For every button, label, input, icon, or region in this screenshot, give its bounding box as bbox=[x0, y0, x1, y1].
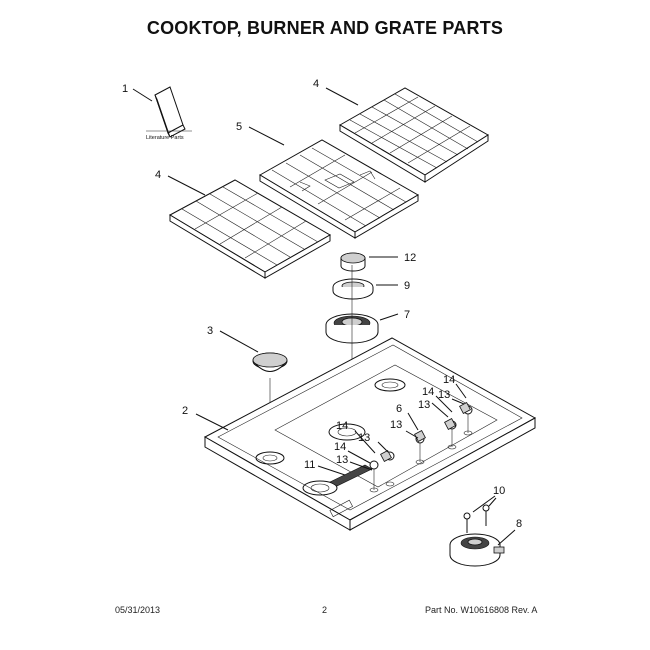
leader-line-5 bbox=[248, 126, 285, 146]
callout-13-d: 13 bbox=[418, 399, 430, 411]
callout-13-a: 13 bbox=[358, 432, 370, 444]
page-title: COOKTOP, BURNER AND GRATE PARTS bbox=[146, 18, 504, 38]
cooktop bbox=[203, 337, 537, 531]
cooktop-burner-front-right bbox=[302, 480, 338, 496]
literature-parts-label: Literature Parts bbox=[146, 135, 184, 141]
callout-13-e: 13 bbox=[438, 389, 450, 401]
grate-right bbox=[339, 87, 489, 183]
leader-line-4b bbox=[167, 175, 206, 196]
cooktop-burner-rear-right bbox=[374, 378, 406, 392]
gas-valve bbox=[449, 533, 505, 567]
callout-13-b: 13 bbox=[336, 454, 348, 466]
callout-7: 7 bbox=[404, 309, 410, 321]
leader-line-4a bbox=[325, 87, 359, 106]
callout-12: 12 bbox=[404, 252, 416, 264]
burner-spreader bbox=[332, 278, 374, 300]
igniter-switches bbox=[380, 402, 471, 462]
screw-left bbox=[463, 512, 471, 533]
callout-3: 3 bbox=[207, 325, 213, 337]
leader-line-8 bbox=[497, 529, 516, 546]
footer-part-number: Part No. W10616808 Rev. A bbox=[425, 605, 538, 615]
callout-5: 5 bbox=[236, 121, 242, 133]
grate-center bbox=[259, 139, 419, 239]
callout-4-right: 4 bbox=[313, 78, 319, 90]
grate-left bbox=[168, 179, 332, 279]
rating-plate bbox=[329, 499, 353, 518]
leader-line-10a bbox=[472, 495, 496, 513]
callout-9: 9 bbox=[404, 280, 410, 292]
leader-line-10b bbox=[488, 497, 497, 507]
callout-14-c: 14 bbox=[422, 386, 434, 398]
footer-page-number: 2 bbox=[322, 605, 328, 615]
leader-lines-small-parts bbox=[317, 383, 467, 476]
callout-14-a: 14 bbox=[336, 420, 348, 432]
callout-1: 1 bbox=[122, 83, 128, 95]
callout-4-left: 4 bbox=[155, 169, 161, 181]
screw-right bbox=[482, 504, 490, 526]
burner-cap bbox=[340, 252, 366, 272]
leader-line-3 bbox=[219, 330, 259, 353]
callout-10: 10 bbox=[493, 485, 505, 497]
callout-6: 6 bbox=[396, 403, 402, 415]
literature-parts-booklet: Literature Parts bbox=[146, 86, 192, 141]
leader-line-7 bbox=[379, 313, 399, 321]
callout-13-c: 13 bbox=[390, 419, 402, 431]
leader-line-2 bbox=[195, 413, 229, 431]
callout-8: 8 bbox=[516, 518, 522, 530]
callout-14-d: 14 bbox=[443, 374, 455, 386]
callout-11: 11 bbox=[304, 459, 315, 471]
callout-2: 2 bbox=[182, 405, 188, 417]
callout-14-b: 14 bbox=[334, 441, 346, 453]
footer-date: 05/31/2013 bbox=[115, 605, 161, 615]
small-burner-cap bbox=[252, 352, 288, 372]
cooktop-burner-front-left bbox=[255, 451, 285, 465]
leader-line-1 bbox=[132, 88, 153, 102]
